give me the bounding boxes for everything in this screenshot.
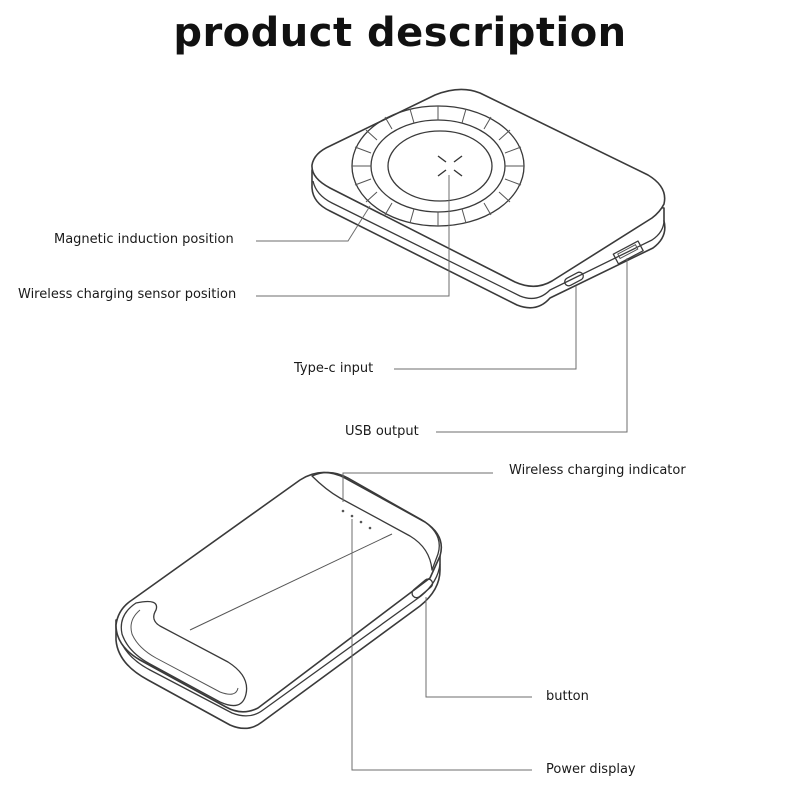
power-indicator-dots	[341, 509, 372, 530]
power-bank-top-view	[311, 88, 666, 309]
leader-lines	[256, 175, 628, 771]
device-top-face	[311, 88, 666, 288]
device-end-cap-lower-inner	[130, 609, 239, 695]
device-face-diagonal	[189, 533, 393, 631]
usb-port	[612, 240, 644, 265]
magnet-segments	[352, 106, 524, 226]
label-power-display: Power display	[546, 762, 636, 777]
device-top-side-seam	[312, 180, 665, 300]
device-end-cap-lower	[120, 600, 248, 707]
label-wireless-sensor: Wireless charging sensor position	[18, 287, 237, 302]
label-magnetic-induction: Magnetic induction position	[54, 232, 234, 247]
type-c-port	[564, 271, 584, 287]
label-wireless-indicator: Wireless charging indicator	[509, 463, 686, 478]
device-angled-seam	[117, 563, 441, 717]
wireless-charging-pad	[387, 130, 493, 202]
label-type-c: Type-c input	[294, 361, 374, 376]
label-button: button	[546, 689, 589, 704]
device-end-cap-upper	[311, 471, 440, 571]
page-title: product description	[173, 10, 627, 56]
power-bank-angled-view	[115, 471, 443, 730]
label-usb-output: USB output	[345, 424, 419, 439]
device-angled-face	[115, 471, 443, 713]
wireless-sensor-mark-icon	[437, 155, 463, 177]
device-button	[411, 578, 434, 599]
